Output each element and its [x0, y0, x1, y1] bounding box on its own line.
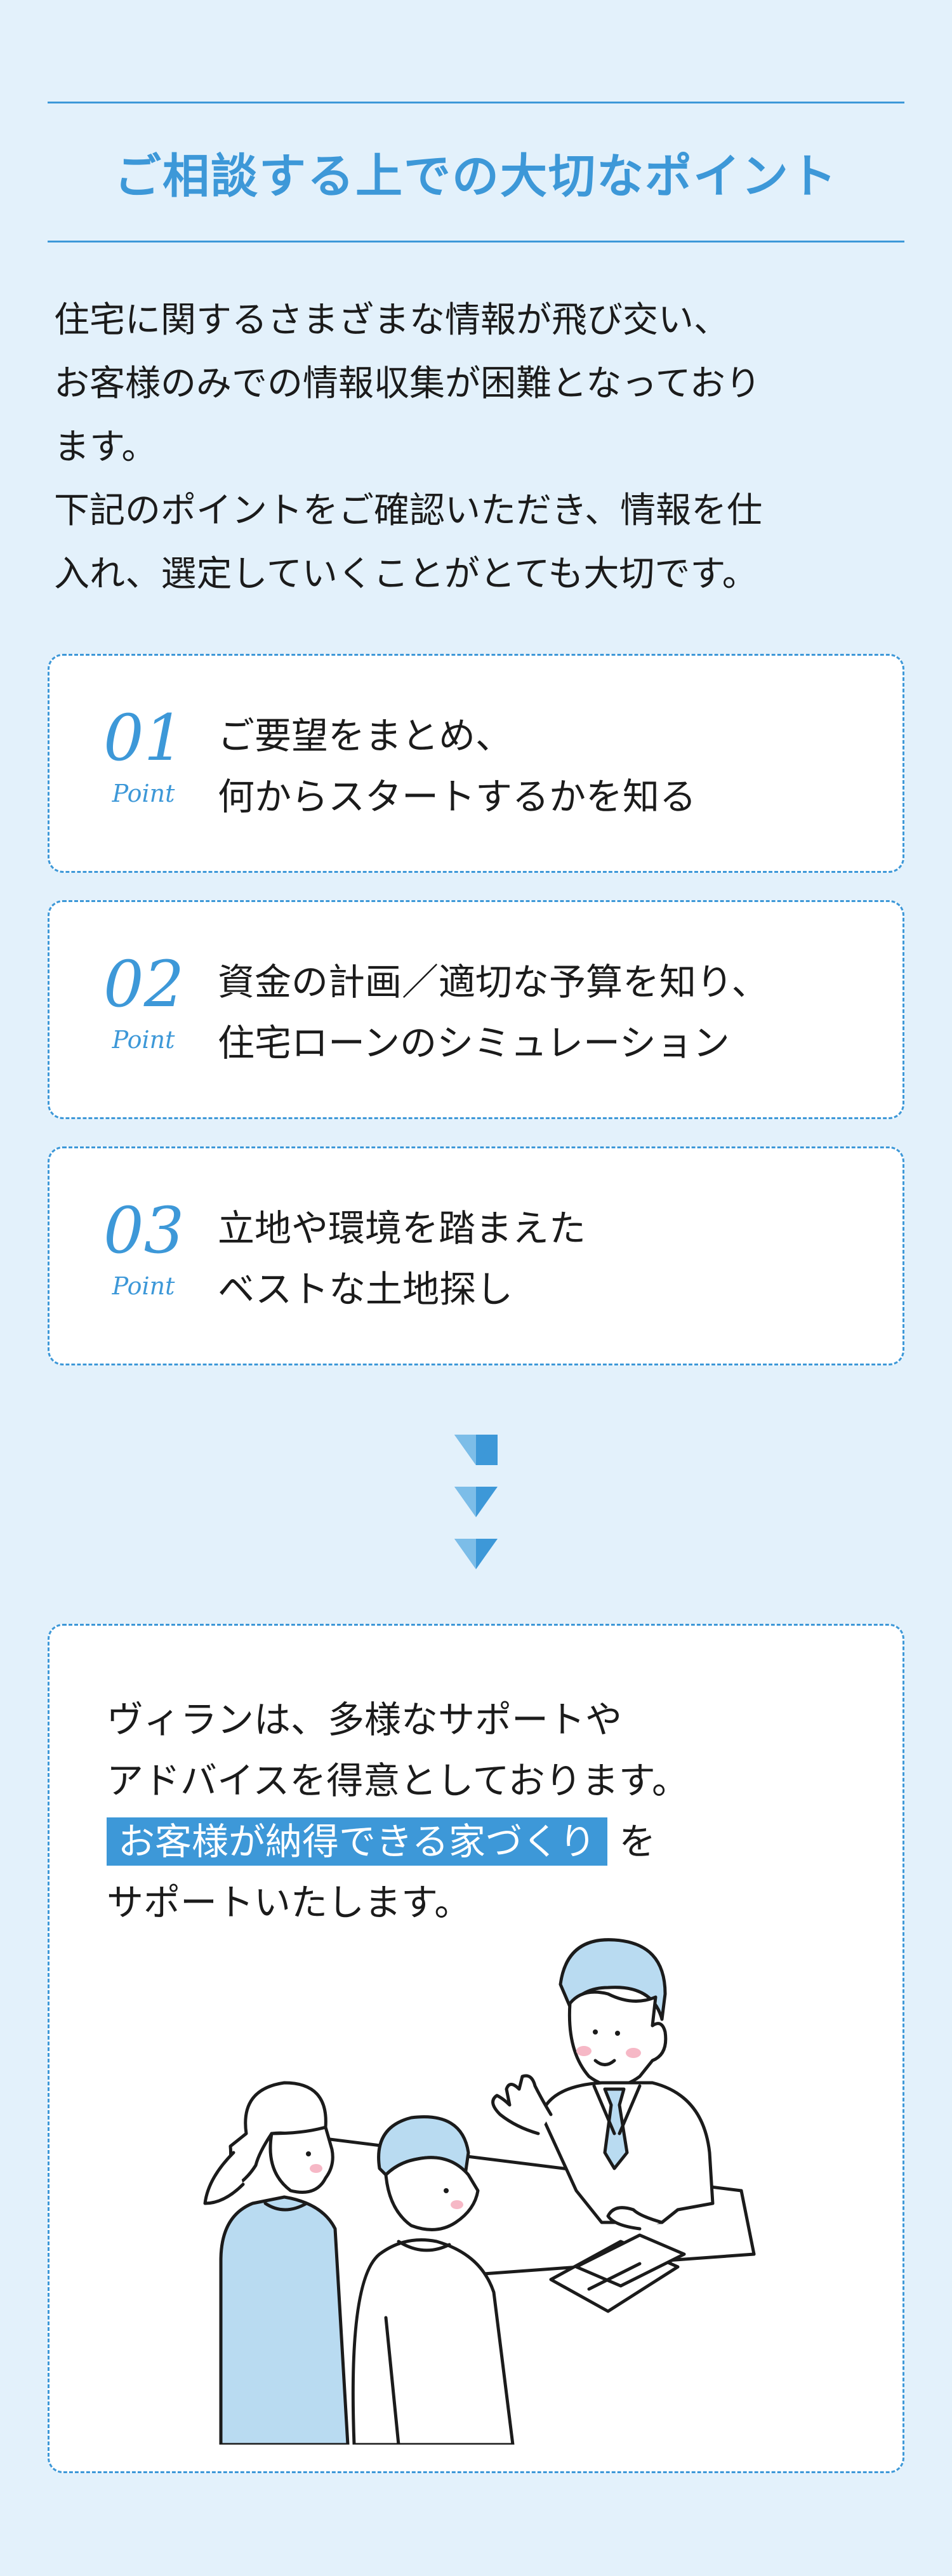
document-icon: [549, 2233, 686, 2313]
point-line: 住宅ローンのシミュレーション: [218, 1021, 730, 1065]
support-suffix: を: [619, 1820, 656, 1863]
point-line: 立地や環境を踏まえた: [218, 1207, 586, 1250]
point-number: 01: [103, 701, 185, 775]
point-card-03: 03 Point 立地や環境を踏まえた ベストな土地探し: [48, 1146, 904, 1365]
triangle-down-icon: [454, 1539, 498, 1569]
point-number: 02: [103, 947, 185, 1021]
point-line: 何からスタートするかを知る: [218, 775, 697, 818]
intro-line: お客様のみでの情報収集が困難となっており: [54, 363, 761, 404]
point-description: 資金の計画／適切な予算を知り、 住宅ローンのシミュレーション: [218, 952, 769, 1073]
intro-line: 住宅に関するさまざまな情報が飛び交い、: [54, 300, 729, 341]
intro-line: 入れ、選定していくことがとても大切です。: [54, 554, 758, 595]
consultation-illustration: [203, 1938, 756, 2445]
section-header: ご相談する上での大切なポイント: [48, 102, 904, 242]
point-description: 立地や環境を踏まえた ベストな土地探し: [218, 1198, 586, 1320]
intro-paragraph: 住宅に関するさまざまな情報が飛び交い、 お客様のみでの情報収集が困難となっており…: [54, 289, 904, 606]
triangle-down-icon: [454, 1435, 498, 1465]
point-line: 資金の計画／適切な予算を知り、: [218, 960, 769, 1004]
intro-line: 下記のポイントをご確認いただき、情報を仕: [54, 490, 763, 531]
support-line: アドバイスを得意としております。: [107, 1759, 689, 1802]
point-number: 03: [103, 1193, 185, 1268]
client-man-figure: [351, 2115, 515, 2445]
intro-line: ます。: [54, 427, 157, 468]
point-line: ご要望をまとめ、: [218, 714, 513, 757]
point-line: ベストな土地探し: [218, 1268, 513, 1311]
point-description: ご要望をまとめ、 何からスタートするかを知る: [218, 705, 696, 827]
point-card-02: 02 Point 資金の計画／適切な予算を知り、 住宅ローンのシミュレーション: [48, 900, 904, 1119]
support-text: ヴィランは、多様なサポートや アドバイスを得意としております。 お客様が納得でき…: [107, 1689, 689, 1933]
triangle-down-icon: [454, 1435, 498, 1569]
point-label: Point: [112, 780, 175, 807]
point-card-01: 01 Point ご要望をまとめ、 何からスタートするかを知る: [48, 654, 904, 873]
page-title: ご相談する上での大切なポイント: [114, 149, 838, 204]
support-card: ヴィランは、多様なサポートや アドバイスを得意としております。 お客様が納得でき…: [48, 1624, 904, 2473]
support-line: ヴィランは、多様なサポートや: [107, 1698, 623, 1741]
support-line: お客様が納得できる家づくり を: [107, 1811, 689, 1872]
support-line: サポートいたします。: [107, 1881, 472, 1924]
point-label: Point: [112, 1026, 175, 1054]
client-woman-figure: [203, 2081, 350, 2445]
triangle-down-icon: [454, 1487, 498, 1517]
advisor-figure: [491, 1938, 715, 2231]
support-highlight: お客様が納得できる家づくり: [107, 1817, 607, 1866]
point-label: Point: [112, 1272, 175, 1300]
